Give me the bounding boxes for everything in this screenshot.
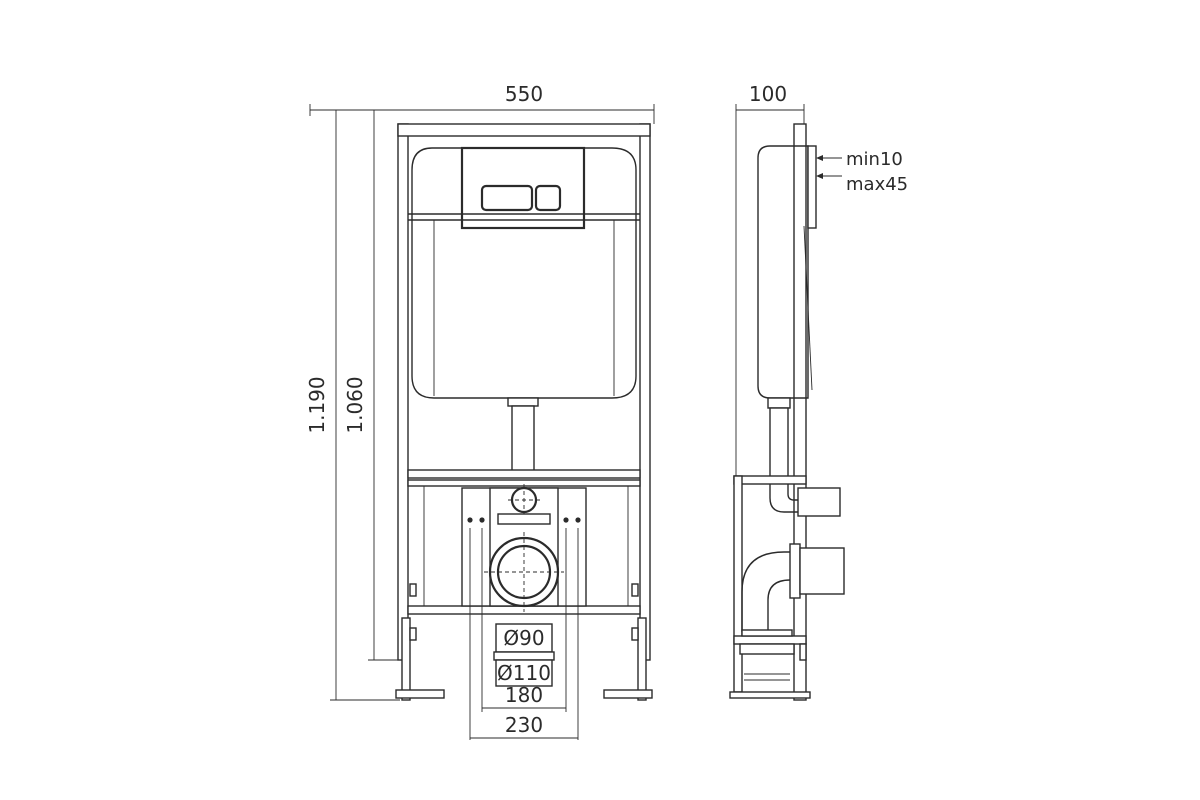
pipe-large-label: Ø110	[497, 661, 551, 685]
max-label: max45	[846, 174, 908, 195]
drain-elbow	[741, 543, 845, 632]
pipe-adapters: Ø90 Ø110	[493, 623, 555, 687]
front-view: 550 1.190 1.060	[305, 82, 655, 740]
frame-uprights	[395, 123, 653, 701]
cistern	[408, 147, 640, 399]
plate-thickness-dimension: min10 max45	[816, 149, 908, 195]
side-adapters	[739, 629, 807, 681]
outer-spacing-label: 230	[505, 713, 543, 737]
pipe-small-label: Ø90	[503, 626, 544, 650]
flush-button-small	[534, 184, 562, 212]
frame-bolts	[409, 583, 639, 641]
side-upright	[793, 123, 807, 701]
plate-side	[807, 145, 817, 229]
flush-button-large	[480, 184, 534, 212]
drain-outlet	[484, 532, 564, 612]
flush-plate	[460, 146, 586, 230]
inlet-elbow	[769, 484, 841, 517]
depth-dimension: 100	[735, 82, 805, 480]
bottom-dimensions: 180 230	[470, 683, 578, 739]
total-height-label: 1.190	[305, 376, 329, 433]
inner-spacing-label: 180	[505, 683, 543, 707]
flush-pipe	[507, 397, 539, 475]
min-label: min10	[846, 149, 903, 170]
width-label: 550	[505, 82, 543, 106]
height-dimensions: 1.190 1.060	[305, 110, 400, 701]
frame-height-label: 1.060	[343, 376, 367, 433]
depth-label: 100	[749, 82, 787, 106]
bolt-holes	[467, 517, 581, 740]
side-view: 100 min10 max45	[729, 82, 908, 701]
width-dimension: 550	[309, 82, 655, 124]
